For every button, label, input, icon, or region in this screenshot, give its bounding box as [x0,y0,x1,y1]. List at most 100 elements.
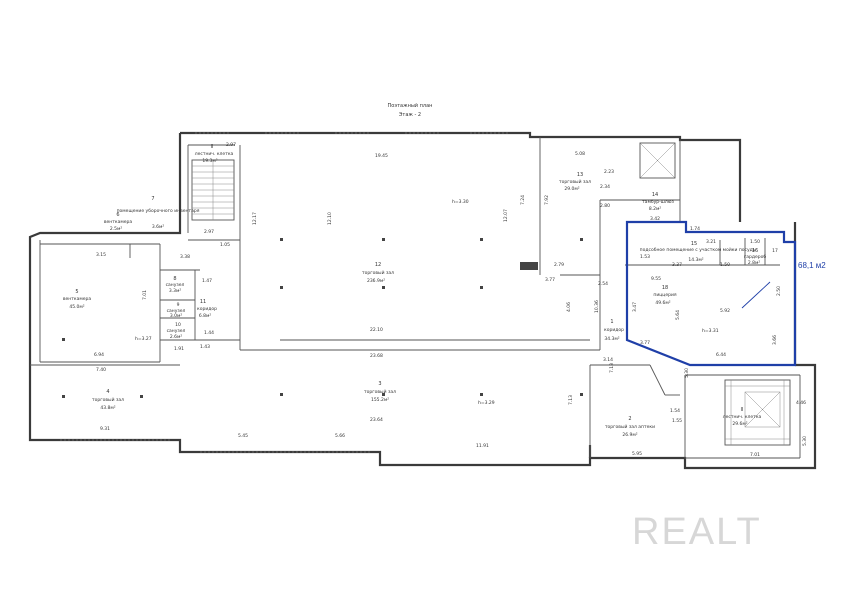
room-II-bottom-name: лестнич. клетка [723,415,762,420]
svg-text:10.36: 10.36 [594,300,600,313]
svg-text:2.50: 2.50 [776,286,782,296]
svg-text:2.79: 2.79 [554,262,564,268]
room-10-num: 10 [175,322,181,328]
room-8-area: 3.3м² [169,288,182,294]
room-14-area: 8.2м² [649,206,662,212]
room-1-name: коридор [604,328,624,333]
svg-text:3.47: 3.47 [632,302,638,312]
svg-text:5.30: 5.30 [684,368,690,378]
room-3-num: 3 [378,381,381,387]
room-16-name: гардероб [744,254,766,260]
svg-text:22.10: 22.10 [370,327,383,333]
svg-text:7.13: 7.13 [609,363,615,373]
plan-title: Поэтажный план [388,102,433,109]
room-II-top-area: 19.3м² [202,158,217,164]
svg-text:2.97: 2.97 [204,229,214,235]
svg-text:3.37: 3.37 [672,262,682,268]
svg-text:9.55: 9.55 [651,276,661,282]
svg-text:2.23: 2.23 [604,169,614,175]
room-6-name: венткамера [104,220,132,225]
room-9-num: 9 [177,302,180,308]
svg-text:4.06: 4.06 [566,302,572,312]
room-15-name: подсобное помещение с участком мойки пос… [640,246,757,253]
svg-text:5.92: 5.92 [720,308,730,314]
room-18-area: 49.6м² [655,300,670,306]
stairs-left [191,159,235,221]
room-II-bottom-num: II [741,407,744,413]
svg-text:23.68: 23.68 [370,353,383,359]
svg-text:2.80: 2.80 [600,203,610,209]
room-10-name: санузел [167,329,186,334]
svg-text:12.10: 12.10 [327,212,333,225]
room-8-num: 8 [173,276,176,282]
columns [62,238,583,398]
svg-text:7.01: 7.01 [750,452,760,458]
room-3-name: торговый зал [364,388,396,395]
room-7-area: 3.6м² [152,224,165,230]
room-1-num: 1 [610,319,613,325]
svg-text:19.45: 19.45 [375,153,388,159]
callout-leader [741,281,771,309]
svg-text:3.42: 3.42 [650,216,660,222]
svg-text:7.40: 7.40 [96,367,106,373]
room-11-num: 11 [200,299,206,305]
room-II-top-num: II [211,144,214,150]
svg-text:1.74: 1.74 [690,226,700,232]
svg-text:3.21: 3.21 [706,239,716,245]
svg-text:23.64: 23.64 [370,417,383,423]
room-II-top-name: лестнич. клетка [195,152,234,157]
svg-text:7.92: 7.92 [544,195,550,205]
room-labels: II лестнич. клетка 19.3м² 13 торговый за… [63,144,778,438]
watermark: REALT [632,511,762,553]
svg-text:6.44: 6.44 [716,352,726,358]
room-2-num: 2 [628,416,631,422]
svg-text:1.53: 1.53 [640,254,650,260]
interior-walls [30,137,801,459]
svg-text:1.47: 1.47 [202,278,212,284]
svg-text:2.54: 2.54 [598,281,608,287]
highlighted-area-label: 68,1 м2 [798,261,826,270]
svg-text:3.38: 3.38 [180,254,190,260]
svg-text:3.14: 3.14 [603,357,613,363]
svg-text:1.44: 1.44 [204,330,214,336]
room-5-name: венткамера [63,297,91,302]
room-2-area: 26.9м² [622,432,637,438]
svg-text:2.34: 2.34 [600,184,610,190]
room-10-area: 2.6м² [170,334,183,340]
svg-text:7.24: 7.24 [520,195,526,205]
room-16-area: 2.8м² [748,260,761,266]
room-13-area: 29.0м² [564,186,579,192]
svg-text:11.91: 11.91 [476,443,489,449]
svg-text:5.64: 5.64 [675,310,681,320]
room-7-num: 7 [151,196,154,202]
svg-text:3.15: 3.15 [96,252,106,258]
svg-text:h=3.30: h=3.30 [452,199,469,205]
room-7-name: помещение уборочного инвентаря [117,208,200,214]
svg-text:6.94: 6.94 [94,352,104,358]
room-13-num: 13 [577,172,583,178]
room-12-name: торговый зал [362,269,394,276]
svg-text:7.13: 7.13 [568,395,574,405]
room-8-name: санузел [166,283,185,288]
room-18-name: пиццерия [653,293,677,298]
svg-text:h=3.31: h=3.31 [702,328,719,334]
svg-text:1.55: 1.55 [672,418,682,424]
svg-text:5.45: 5.45 [238,433,248,439]
svg-text:5.66: 5.66 [335,433,345,439]
svg-text:12.17: 12.17 [252,212,258,225]
svg-text:12.07: 12.07 [503,209,509,222]
room-4-num: 4 [106,389,109,395]
highlighted-area-outline [625,220,797,367]
room-2-name: торговый зал аптеки [605,423,655,430]
room-4-name: торговый зал [92,396,124,403]
svg-text:2.97: 2.97 [226,142,236,148]
svg-text:1.50: 1.50 [750,239,760,245]
svg-text:4.46: 4.46 [796,400,806,406]
svg-text:h=3.29: h=3.29 [478,400,495,406]
room-15-num: 15 [691,241,697,247]
svg-text:3.77: 3.77 [640,340,650,346]
room-14-num: 14 [652,192,658,198]
svg-text:1.43: 1.43 [200,344,210,350]
stairs-right [724,379,791,446]
